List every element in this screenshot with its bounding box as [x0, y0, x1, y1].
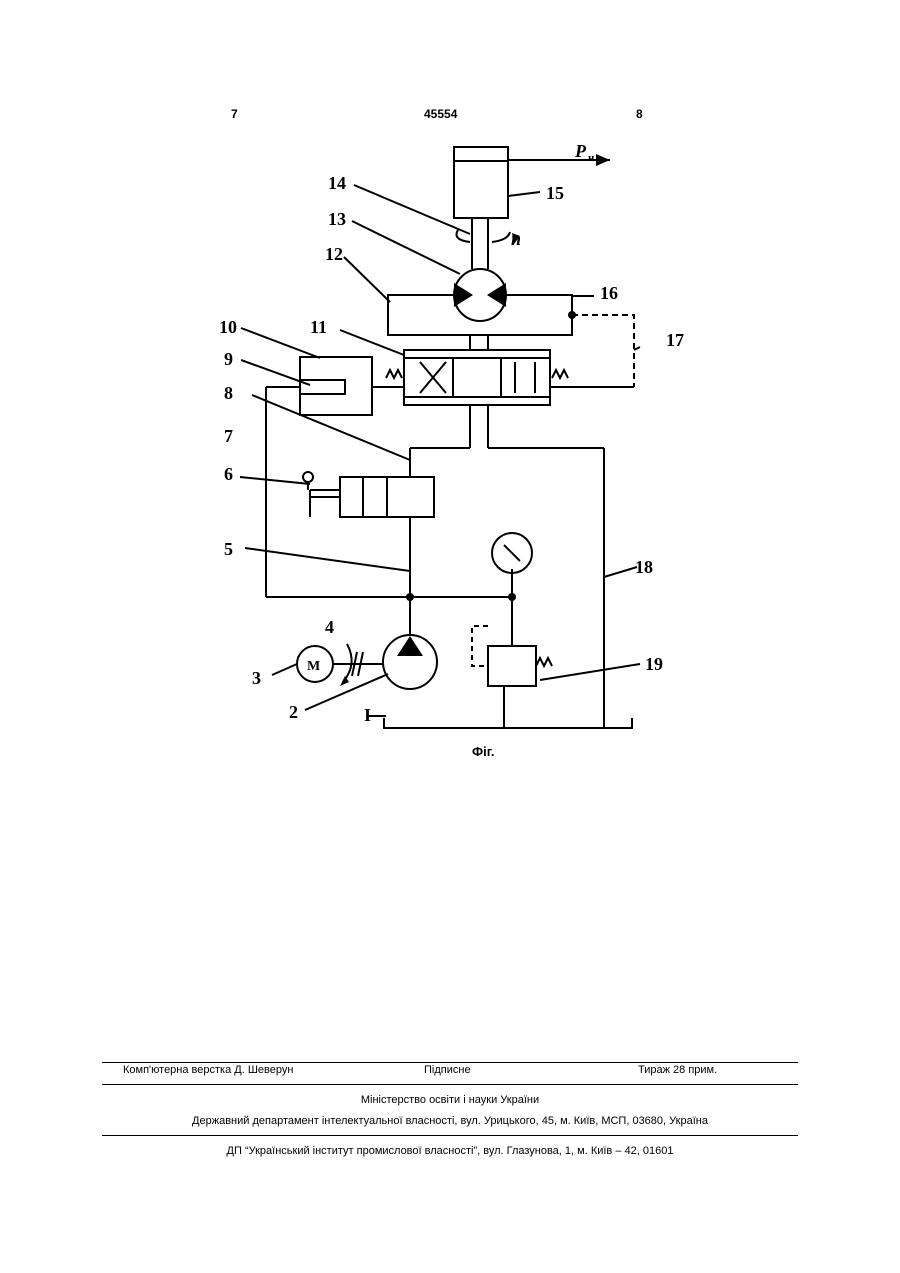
footer-layout-credit: Комп'ютерна верстка Д. Шеверун [123, 1064, 293, 1076]
label-12: 12 [325, 244, 343, 264]
label-8: 8 [224, 383, 233, 403]
footer-signed: Підписне [424, 1064, 471, 1076]
speed-symbol: n [511, 229, 521, 249]
hydraulic-schematic: I 2 3 4 5 6 7 8 9 10 11 12 13 14 15 16 1… [0, 0, 900, 800]
label-1: I [364, 705, 371, 725]
footer-department: Державний департамент інтелектуальної вл… [0, 1115, 900, 1127]
footer-rule-middle [102, 1084, 798, 1085]
tank-line [384, 718, 632, 728]
figure-caption: Фіг. [472, 744, 494, 759]
label-3: 3 [252, 668, 261, 688]
label-15: 15 [546, 183, 564, 203]
label-13: 13 [328, 209, 346, 229]
motor-symbol: M [307, 659, 320, 674]
load-15 [454, 147, 508, 218]
label-2: 2 [289, 702, 298, 722]
label-16: 16 [600, 283, 618, 303]
load-symbol: P [574, 141, 587, 161]
footer-rule-top [102, 1062, 798, 1063]
label-5: 5 [224, 539, 233, 559]
footer-rule-bottom [102, 1135, 798, 1136]
label-10: 10 [219, 317, 237, 337]
footer-ministry: Міністерство освіти і науки України [0, 1094, 900, 1106]
footer-institute: ДП “Український інститут промислової вла… [0, 1145, 900, 1157]
label-14: 14 [328, 173, 346, 193]
load-subscript: н [588, 152, 595, 164]
label-17: 17 [666, 330, 684, 350]
label-7: 7 [224, 426, 233, 446]
label-11: 11 [310, 317, 327, 337]
footer-circulation: Тираж 28 прим. [638, 1064, 717, 1076]
label-6: 6 [224, 464, 233, 484]
pilot-block-10 [300, 357, 372, 415]
label-4: 4 [325, 617, 334, 637]
label-18: 18 [635, 557, 653, 577]
label-19: 19 [645, 654, 663, 674]
label-9: 9 [224, 349, 233, 369]
